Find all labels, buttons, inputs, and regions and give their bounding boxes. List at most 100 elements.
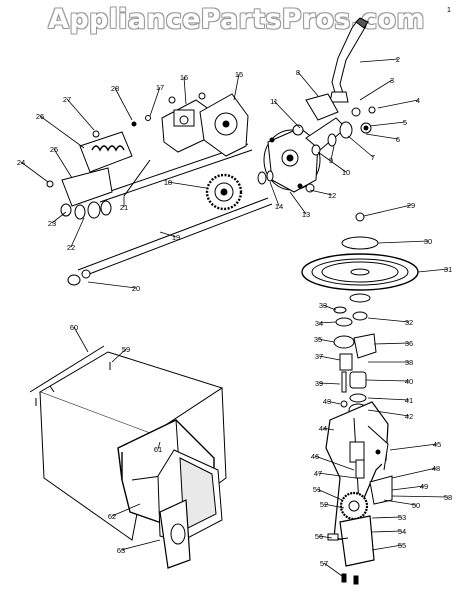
leader-line-24 [20, 161, 49, 183]
callout-7: 7 [371, 153, 375, 162]
leader-line-60 [73, 326, 89, 353]
callout-56: 56 [315, 532, 323, 541]
callout-45: 45 [433, 440, 441, 449]
callout-21: 21 [120, 203, 128, 212]
callout-27: 27 [63, 95, 71, 104]
callout-24: 24 [17, 158, 25, 167]
drive-cover-part [199, 93, 249, 157]
callout-25: 25 [50, 145, 58, 154]
leader-line-36 [373, 342, 410, 345]
callout-28: 28 [111, 84, 119, 93]
callout-4: 4 [416, 96, 420, 105]
leader-line-61 [157, 441, 161, 450]
leader-line-25 [53, 148, 73, 179]
callout-15: 15 [235, 70, 243, 79]
callout-labels: 1234567891011121314151617181920212223242… [17, 5, 452, 568]
callout-42: 42 [405, 412, 413, 421]
callout-51: 51 [313, 485, 321, 494]
leader-line-29 [363, 204, 412, 217]
leader-line-12 [309, 189, 333, 196]
leader-line-58 [391, 495, 449, 498]
callout-60: 60 [70, 323, 78, 332]
callout-1: 1 [447, 5, 451, 14]
leader-line-37 [318, 355, 341, 361]
pulley-part [301, 212, 419, 303]
leader-line-50 [383, 499, 417, 506]
callout-57: 57 [320, 559, 328, 568]
callout-39: 39 [315, 379, 323, 388]
callout-11: 11 [270, 97, 278, 106]
callout-5: 5 [403, 118, 407, 127]
leader-line-46 [314, 455, 355, 471]
callout-58: 58 [444, 493, 452, 502]
leader-line-51 [316, 488, 343, 501]
callout-41: 41 [405, 396, 413, 405]
leader-line-2 [359, 58, 399, 63]
callout-16: 16 [180, 73, 188, 82]
leader-line-33 [322, 304, 337, 311]
callout-14: 14 [275, 202, 283, 211]
callout-10: 10 [342, 168, 350, 177]
lower-gear-stack [327, 459, 393, 585]
drive-housing-part [161, 92, 211, 153]
callout-48: 48 [432, 464, 440, 473]
callout-40: 40 [405, 377, 413, 386]
callout-49: 49 [420, 482, 428, 491]
leader-line-43 [326, 400, 341, 405]
callout-43: 43 [323, 397, 331, 406]
bag-handle-part [159, 499, 191, 569]
callout-36: 36 [405, 339, 413, 348]
upper-gear-stack [333, 306, 377, 417]
leader-line-9 [330, 145, 335, 161]
leader-line-55 [371, 544, 403, 551]
leader-line-27 [66, 98, 95, 131]
leader-line-13 [289, 191, 307, 215]
leader-line-44 [322, 427, 335, 431]
leader-lines [20, 58, 449, 577]
callout-63: 63 [117, 546, 125, 555]
leader-line-59 [111, 348, 127, 363]
leader-line-16 [183, 76, 187, 105]
leader-line-26 [39, 115, 85, 149]
callout-34: 34 [315, 319, 323, 328]
leader-line-11 [273, 100, 301, 129]
callout-54: 54 [398, 527, 406, 536]
gear-housing-part [263, 93, 347, 193]
left-washers-parts [46, 115, 151, 220]
callout-47: 47 [314, 469, 322, 478]
leader-line-42 [367, 409, 410, 417]
leader-line-52 [323, 503, 345, 509]
leader-line-39 [318, 382, 341, 385]
callout-9: 9 [329, 156, 333, 165]
callout-35: 35 [314, 335, 322, 344]
leader-line-48 [391, 467, 437, 479]
leader-line-47 [317, 472, 357, 479]
shift-lever-part [329, 17, 369, 103]
callout-52: 52 [320, 500, 328, 509]
leader-line-19 [159, 231, 177, 238]
callout-6: 6 [396, 135, 400, 144]
leader-line-14 [269, 181, 280, 207]
leader-line-54 [371, 530, 403, 533]
rear-axle-part [67, 197, 273, 286]
leader-line-4 [377, 99, 419, 109]
callout-29: 29 [407, 201, 415, 210]
leader-line-31 [417, 268, 449, 273]
leader-line-20 [87, 281, 137, 289]
leader-line-6 [365, 133, 399, 140]
callout-33: 33 [319, 301, 327, 310]
callout-53: 53 [398, 513, 406, 522]
leader-line-15 [233, 73, 240, 101]
leader-line-18 [167, 181, 207, 189]
leader-line-10 [317, 151, 347, 173]
callout-2: 2 [396, 55, 400, 64]
leader-line-3 [359, 79, 393, 101]
leader-line-41 [367, 397, 410, 401]
callout-12: 12 [328, 191, 336, 200]
leader-line-45 [389, 443, 438, 451]
leader-line-49 [391, 485, 425, 491]
leader-line-35 [317, 338, 335, 343]
spring-bracket-part [61, 130, 133, 207]
leader-line-23 [51, 211, 67, 224]
